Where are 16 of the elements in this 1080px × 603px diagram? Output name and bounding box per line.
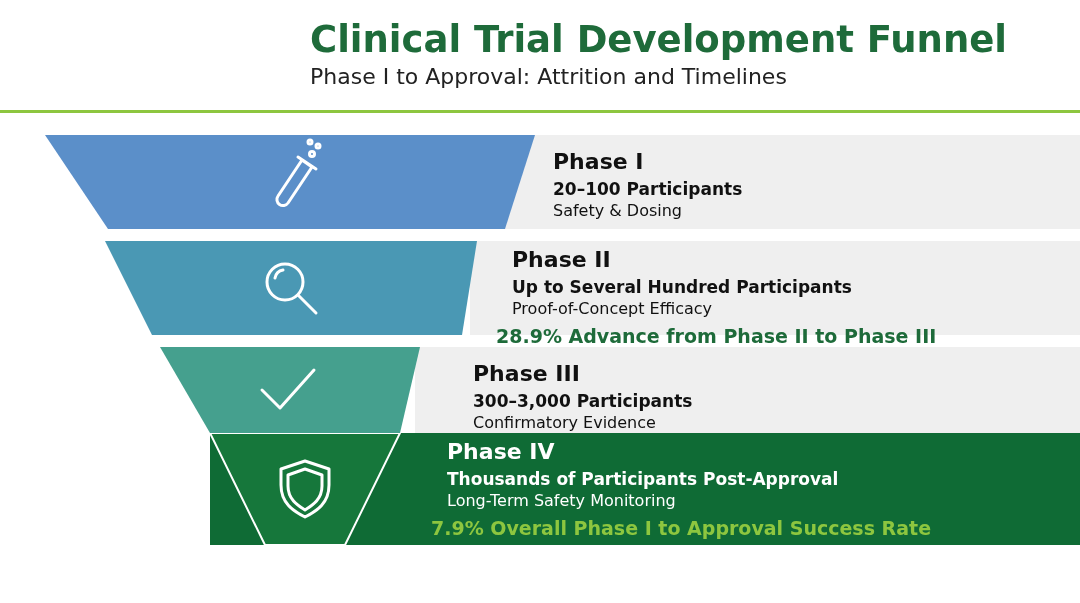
participant-count: 20–100 Participants xyxy=(553,179,743,199)
success-rate: 28.9% Advance from Phase II to Phase III xyxy=(496,325,937,347)
phase-heading: Phase IV xyxy=(447,439,555,464)
phase-description: Proof-of-Concept Efficacy xyxy=(512,299,713,318)
phase-heading: Phase II xyxy=(512,247,611,272)
success-rate: 7.9% Overall Phase I to Approval Success Rate xyxy=(431,517,932,539)
participant-count: Up to Several Hundred Participants xyxy=(512,277,852,297)
title: Clinical Trial Development Funnel xyxy=(310,18,1008,61)
participant-count: 300–3,000 Participants xyxy=(473,391,693,411)
subtitle: Phase I to Approval: Attrition and Timelines xyxy=(310,64,787,89)
participant-count: Thousands of Participants Post-Approval xyxy=(447,469,839,489)
phase-heading: Phase I xyxy=(553,149,644,174)
phase-description: Long-Term Safety Monitoring xyxy=(447,491,676,510)
phase-heading: Phase III xyxy=(473,361,580,386)
phase-description: Confirmatory Evidence xyxy=(473,413,656,432)
phase-description: Safety & Dosing xyxy=(553,201,682,220)
